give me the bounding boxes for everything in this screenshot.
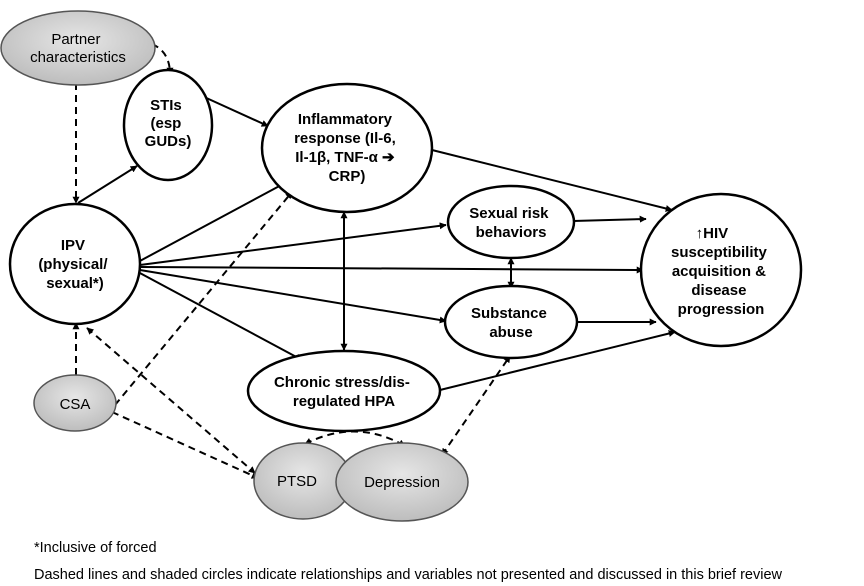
node-depression: Depression	[335, 442, 469, 522]
node-hiv-outcomes: ↑HIV susceptibility acquisition & diseas…	[639, 192, 803, 348]
edge-ipv-ptsd	[86, 327, 256, 474]
node-stis: STIs (esp GUDs)	[122, 68, 214, 182]
edge-csa-to-inflammatory	[114, 191, 293, 406]
edge-ipv-to-hiv	[139, 266, 644, 274]
node-ptsd-text: PTSD	[277, 473, 317, 490]
node-partner-text: Partner characteristics	[30, 31, 126, 66]
edge-inflammatory-to-hiv	[431, 149, 673, 212]
node-chronic-stress: Chronic stress/dis- regulated HPA	[246, 349, 442, 433]
edge-ipv-to-inflammatory	[137, 182, 286, 263]
edge-sexual-risk-to-hiv	[572, 215, 647, 223]
node-stis-text: STIs (esp GUDs)	[145, 97, 192, 150]
node-inflammatory-text: Inflammatory response (Il-6, Il-1β, TNF-…	[294, 111, 400, 185]
edge-ipv-to-sexual-risk	[139, 222, 447, 266]
node-ipv: IPV (physical/ sexual*)	[8, 202, 142, 326]
node-depression-text: Depression	[364, 474, 440, 491]
node-substance-abuse: Substance abuse	[443, 284, 579, 360]
node-csa: CSA	[33, 374, 117, 432]
node-ipv-text: IPV (physical/ sexual*)	[38, 237, 111, 292]
node-csa-text: CSA	[60, 396, 91, 413]
node-sexual-risk-behaviors: Sexual risk behaviors	[446, 184, 576, 260]
edge-depression-substance	[441, 355, 511, 456]
edge-stis-to-inflammatory	[201, 95, 269, 127]
edge-ipv-to-stis	[77, 165, 138, 204]
node-substance-text: Substance abuse	[471, 305, 551, 341]
footnote-inclusive: *Inclusive of forced	[34, 540, 157, 556]
edge-ipv-to-chronic-stress	[137, 271, 303, 361]
edge-ipv-to-substance	[139, 269, 447, 324]
node-sexual-risk-text: Sexual risk behaviors	[469, 205, 552, 241]
footnote-legend: Dashed lines and shaded circles indicate…	[34, 567, 782, 583]
node-chronic-stress-text: Chronic stress/dis- regulated HPA	[274, 374, 414, 410]
node-inflammatory-response: Inflammatory response (Il-6, Il-1β, TNF-…	[260, 82, 434, 214]
edge-csa-to-ptsd	[111, 411, 259, 479]
node-hiv-text: ↑HIV susceptibility acquisition & diseas…	[671, 225, 771, 318]
node-partner-characteristics: Partner characteristics	[0, 10, 156, 86]
